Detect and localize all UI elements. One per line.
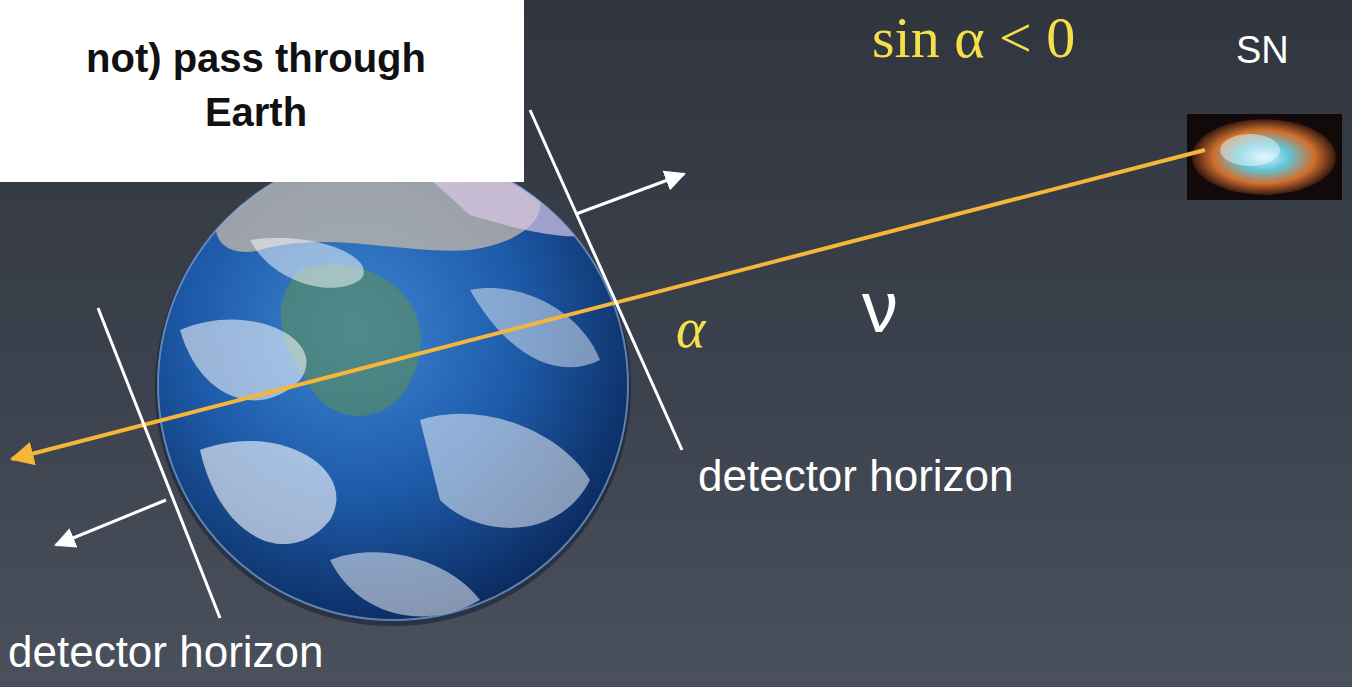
horizon-line — [530, 110, 682, 450]
note-text: not) pass through Earth — [56, 31, 456, 139]
earth-globe — [155, 150, 631, 626]
math-condition: sin α < 0 — [872, 6, 1075, 70]
supernova-image — [1187, 114, 1342, 200]
angle-symbol: α — [676, 298, 705, 360]
normal-arrow — [576, 174, 684, 214]
note-box: not) pass through Earth — [0, 0, 524, 182]
horizon-label: detector horizon — [698, 452, 1014, 500]
normal-arrow — [56, 500, 166, 545]
horizon-line — [98, 308, 220, 618]
particle-symbol: ν — [862, 268, 898, 347]
horizon-label: detector horizon — [8, 628, 324, 676]
source-label: SN — [1236, 30, 1289, 72]
neutrino-path — [12, 150, 1205, 459]
